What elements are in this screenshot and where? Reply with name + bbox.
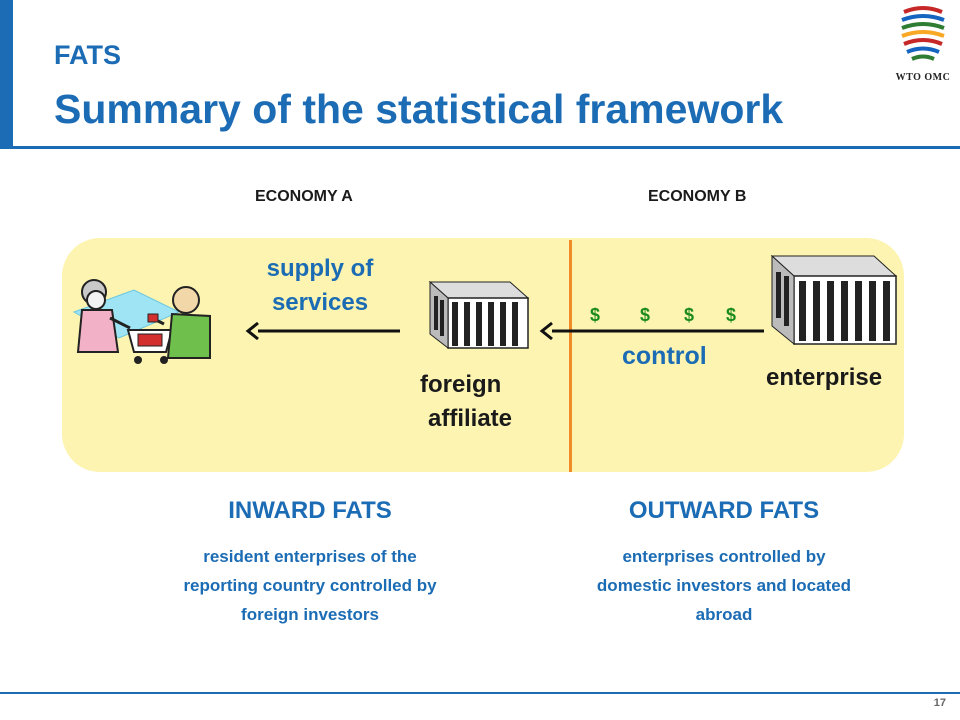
logo-text: WTO OMC: [895, 72, 951, 83]
accent-bar: [0, 0, 13, 148]
economy-a-label: ECONOMY A: [255, 188, 353, 205]
dollar-sign: $: [726, 305, 737, 325]
page-number: 17: [933, 697, 946, 709]
foreign-affiliate-building-icon: [428, 280, 530, 350]
foreign-affiliate-label: foreign affiliate: [420, 368, 512, 436]
supply-line-2: services: [271, 289, 369, 316]
outward-fats-description: enterprises controlled by domestic inves…: [596, 547, 852, 624]
slide-kicker: FATS: [54, 40, 121, 70]
outward-fats-title: OUTWARD FATS: [628, 497, 820, 524]
economy-b-label: ECONOMY B: [648, 188, 747, 205]
slide-title: Summary of the statistical framework: [54, 86, 784, 132]
dollar-sign: $: [640, 305, 651, 325]
economy-divider: [569, 240, 572, 472]
enterprise-building-icon: [770, 254, 898, 346]
affiliate-line-2: affiliate: [428, 405, 513, 432]
supply-line-1: supply of: [266, 255, 374, 282]
control-arrow-icon: [539, 321, 764, 341]
affiliate-line-1: foreign: [420, 371, 502, 398]
header-divider: [0, 146, 960, 149]
dollar-sign: $: [684, 305, 695, 325]
wto-logo-icon: [901, 6, 945, 61]
inward-fats-description: resident enterprises of the reporting co…: [183, 547, 437, 624]
inward-fats-title: INWARD FATS: [228, 497, 392, 524]
control-label: control: [622, 342, 707, 370]
consumers-illustration-icon: [72, 279, 211, 364]
enterprise-label: enterprise: [766, 364, 883, 391]
supply-arrow-icon: [245, 321, 400, 341]
supply-of-services-label: supply of services: [238, 252, 402, 320]
wto-logo: WTO OMC: [890, 2, 956, 92]
dollar-sign: $: [590, 305, 601, 325]
footer-divider: [0, 692, 960, 694]
